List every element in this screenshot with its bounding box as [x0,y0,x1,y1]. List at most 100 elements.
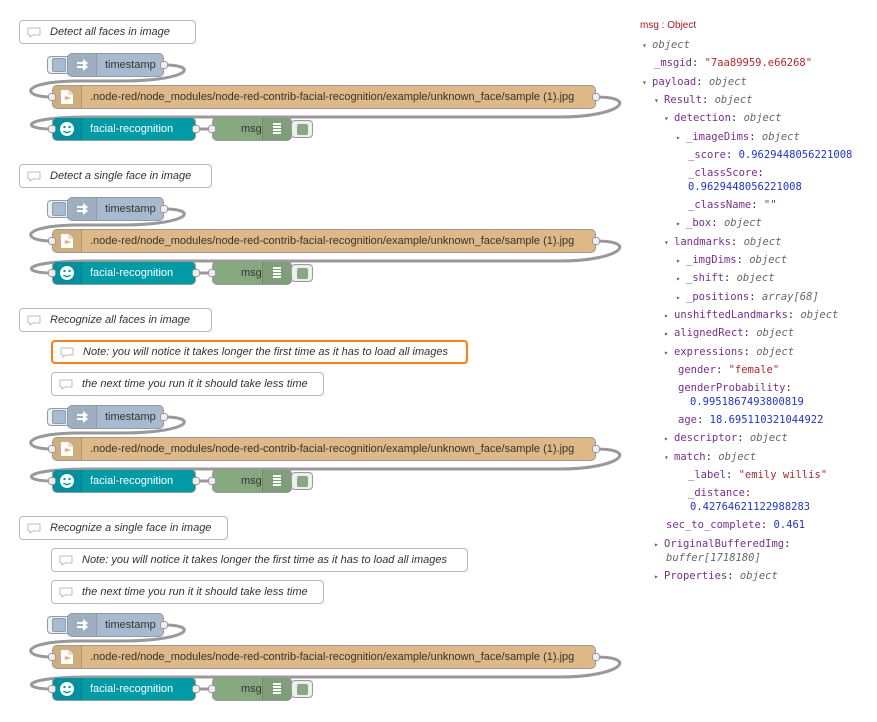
wire-file-to-face[interactable] [30,239,622,275]
file-in-node[interactable]: .node-red/node_modules/node-red-contrib-… [52,85,596,109]
file-output-port[interactable] [592,445,600,453]
inject-node-timestamp[interactable]: timestamp [67,613,164,637]
file-output-port[interactable] [592,93,600,101]
inject-node-timestamp[interactable]: timestamp [67,405,164,429]
inject-output-port[interactable] [160,61,168,69]
debug-input-port[interactable] [208,477,216,485]
debug-node-msg[interactable]: msg [212,677,292,701]
face-output-port[interactable] [192,125,200,133]
debug-node-msg-label: msg [241,683,262,695]
debug-tree-row[interactable]: ▸OriginalBufferedImg: [654,538,790,550]
caret-down-icon[interactable]: ▾ [664,238,669,247]
debug-toggle-button[interactable] [291,120,313,138]
debug-tree-row[interactable]: ▾landmarks: object [664,236,782,248]
file-in-node[interactable]: .node-red/node_modules/node-red-contrib-… [52,645,596,669]
comment-recognize-all-faces[interactable]: Recognize all faces in image [19,308,212,332]
caret-down-icon[interactable]: ▾ [664,114,669,123]
caret-right-icon[interactable]: ▸ [664,434,669,443]
caret-down-icon[interactable]: ▾ [654,96,659,105]
file-input-port[interactable] [48,237,56,245]
comment-note-load-time[interactable]: Note: you will notice it takes longer th… [51,340,468,364]
file-input-port[interactable] [48,93,56,101]
caret-right-icon[interactable]: ▸ [676,293,681,302]
file-output-port[interactable] [592,653,600,661]
debug-node-msg[interactable]: msg [212,469,292,493]
debug-tree-row[interactable]: ▸expressions: object [664,346,794,358]
debug-node-msg[interactable]: msg [212,117,292,141]
face-output-port[interactable] [192,477,200,485]
debug-tree-row[interactable]: ▸_imgDims: object [676,254,787,266]
debug-toggle-button[interactable] [291,472,313,490]
comment-detect-single-face[interactable]: Detect a single face in image [19,164,212,188]
file-output-port[interactable] [592,237,600,245]
debug-tree-row[interactable]: ▸Properties: object [654,570,778,582]
face-input-port[interactable] [48,685,56,693]
debug-input-port[interactable] [208,269,216,277]
inject-output-port[interactable] [160,621,168,629]
face-output-port[interactable] [192,685,200,693]
caret-down-icon[interactable]: ▾ [664,453,669,462]
debug-toggle-button[interactable] [291,264,313,282]
caret-right-icon[interactable]: ▸ [676,133,681,142]
wire-inject-to-file[interactable] [29,415,186,451]
debug-toggle-button[interactable] [291,680,313,698]
inject-node-timestamp[interactable]: timestamp [67,53,164,77]
inject-output-port[interactable] [160,413,168,421]
caret-right-icon[interactable]: ▸ [664,311,669,320]
inject-trigger-button[interactable] [47,616,71,634]
comment-recognize-single-face[interactable]: Recognize a single face in image [19,516,228,540]
caret-right-icon[interactable]: ▸ [676,274,681,283]
debug-tree-row[interactable]: ▸_imageDims: object [676,131,800,143]
wire-file-to-face[interactable] [30,655,622,691]
debug-tree-row[interactable]: ▾match: object [664,451,756,463]
debug-node-msg[interactable]: msg [212,261,292,285]
file-input-port[interactable] [48,653,56,661]
comment-note-next-time-2[interactable]: the next time you run it it should take … [51,580,324,604]
face-input-port[interactable] [48,477,56,485]
wire-file-to-face[interactable] [30,447,622,483]
debug-tree-row[interactable]: ▸_positions: array[68] [676,291,819,303]
debug-tree-row[interactable]: ▾object [642,39,690,51]
comment-note-load-time-2[interactable]: Note: you will notice it takes longer th… [51,548,468,572]
caret-down-icon[interactable]: ▾ [642,78,647,87]
debug-key-separator: : [787,309,801,321]
caret-right-icon[interactable]: ▸ [664,329,669,338]
caret-right-icon[interactable]: ▸ [676,256,681,265]
debug-input-port[interactable] [208,685,216,693]
debug-tree-row[interactable]: ▾payload: object [642,76,747,88]
file-input-port[interactable] [48,445,56,453]
debug-tree-row[interactable]: ▾detection: object [664,112,782,124]
inject-trigger-button[interactable] [47,200,71,218]
debug-tree-row[interactable]: ▸descriptor: object [664,432,788,444]
caret-right-icon[interactable]: ▸ [654,572,659,581]
wire-inject-to-file[interactable] [29,623,186,659]
debug-tree-row[interactable]: ▸_shift: object [676,272,775,284]
debug-key: _distance [688,487,745,499]
debug-tree-row[interactable]: ▸unshiftedLandmarks: object [664,309,838,321]
file-in-node[interactable]: .node-red/node_modules/node-red-contrib-… [52,229,596,253]
debug-tree-row[interactable]: ▾Result: object [654,94,753,106]
comment-detect-all-faces[interactable]: Detect all faces in image [19,20,196,44]
inject-output-port[interactable] [160,205,168,213]
file-in-node[interactable]: .node-red/node_modules/node-red-contrib-… [52,437,596,461]
facial-recognition-node[interactable]: facial-recognition [52,261,196,285]
face-output-port[interactable] [192,269,200,277]
caret-right-icon[interactable]: ▸ [654,540,659,549]
comment-note-next-time[interactable]: the next time you run it it should take … [51,372,324,396]
debug-tree-row[interactable]: ▸_box: object [676,217,762,229]
face-input-port[interactable] [48,269,56,277]
wire-inject-to-file[interactable] [29,207,186,243]
facial-recognition-node[interactable]: facial-recognition [52,469,196,493]
caret-right-icon[interactable]: ▸ [676,219,681,228]
debug-tree-row[interactable]: ▸alignedRect: object [664,327,794,339]
wire-inject-to-file[interactable] [29,63,186,99]
caret-right-icon[interactable]: ▸ [664,348,669,357]
facial-recognition-node[interactable]: facial-recognition [52,677,196,701]
face-input-port[interactable] [48,125,56,133]
inject-button-square [52,410,66,424]
wire-file-to-face[interactable] [30,95,622,131]
caret-down-icon[interactable]: ▾ [642,41,647,50]
facial-recognition-node[interactable]: facial-recognition [52,117,196,141]
inject-node-timestamp[interactable]: timestamp [67,197,164,221]
debug-input-port[interactable] [208,125,216,133]
